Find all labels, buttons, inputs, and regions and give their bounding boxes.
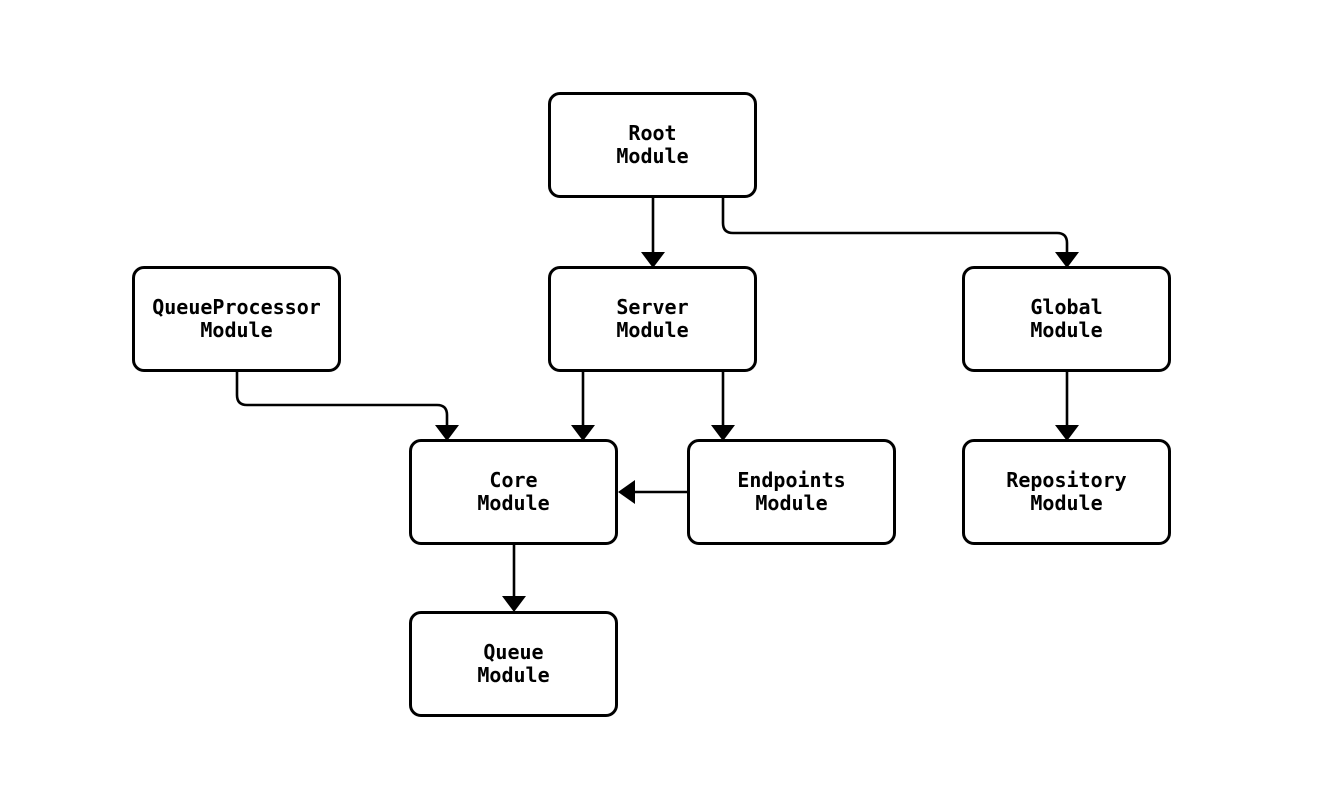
node-queueprocessor-module-label: QueueProcessor Module — [152, 295, 321, 342]
edge-queueprocessor-to-core-line — [235, 371, 449, 427]
edge-root-to-global-line — [721, 197, 1069, 254]
node-root-module: Root Module — [548, 92, 757, 198]
edge-server-to-endpoints-arrowhead — [711, 425, 735, 441]
node-queue-module: Queue Module — [409, 611, 618, 717]
edge-core-to-queue — [502, 544, 526, 612]
edge-core-to-queue-arrowhead — [502, 596, 526, 612]
edge-queueprocessor-to-core — [235, 371, 459, 441]
node-server-module: Server Module — [548, 266, 757, 372]
node-endpoints-module-label: Endpoints Module — [737, 468, 846, 515]
edge-root-to-server-arrowhead — [641, 252, 665, 268]
node-root-module-label: Root Module — [616, 121, 689, 168]
edge-server-to-core — [571, 371, 595, 441]
edge-queueprocessor-to-core-arrowhead — [435, 425, 459, 441]
edge-server-to-core-arrowhead — [571, 425, 595, 441]
node-endpoints-module: Endpoints Module — [687, 439, 896, 545]
edge-root-to-global-arrowhead — [1055, 252, 1079, 268]
node-queueprocessor-module: QueueProcessor Module — [132, 266, 341, 372]
node-repository-module: Repository Module — [962, 439, 1171, 545]
edge-endpoints-to-core-arrowhead — [618, 480, 635, 504]
edge-endpoints-to-core — [618, 480, 688, 504]
node-global-module: Global Module — [962, 266, 1171, 372]
node-server-module-label: Server Module — [616, 295, 689, 342]
edge-global-to-repository-arrowhead — [1055, 425, 1079, 441]
edge-global-to-repository — [1055, 371, 1079, 441]
edge-server-to-endpoints — [711, 371, 735, 441]
node-global-module-label: Global Module — [1030, 295, 1103, 342]
node-repository-module-label: Repository Module — [1006, 468, 1127, 515]
edge-root-to-global — [721, 197, 1079, 268]
node-queue-module-label: Queue Module — [477, 640, 550, 687]
node-core-module: Core Module — [409, 439, 618, 545]
node-core-module-label: Core Module — [477, 468, 550, 515]
edge-root-to-server — [641, 197, 665, 268]
